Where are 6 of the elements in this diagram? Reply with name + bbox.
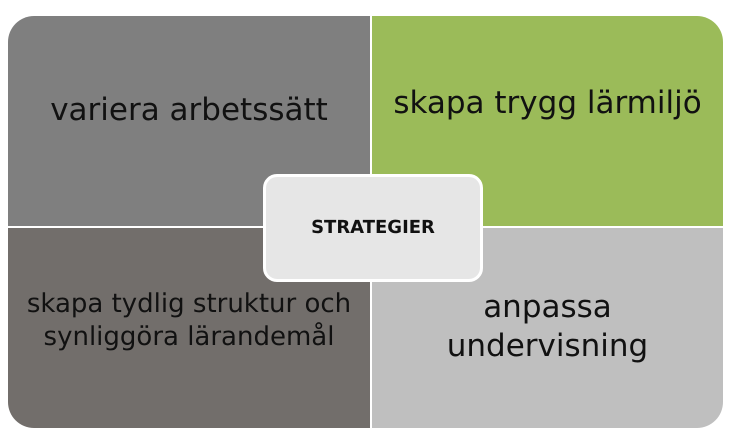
quadrant-label: variera arbetssätt bbox=[49, 91, 329, 130]
center-label: STRATEGIER bbox=[310, 216, 436, 240]
center-box bbox=[263, 174, 483, 282]
quadrant-label: anpassa undervisning bbox=[446, 288, 650, 366]
quadrant-label: skapa tydlig struktur och synliggöra lärandemål bbox=[26, 288, 352, 353]
quadrant-label: skapa trygg lärmiljö bbox=[392, 84, 703, 123]
